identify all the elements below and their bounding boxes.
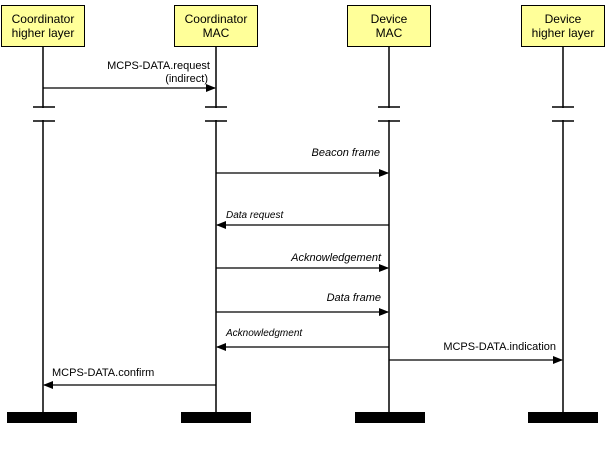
entity-coordinator-mac: Coordinator MAC [174, 5, 258, 47]
label-data-frame: Data frame [326, 292, 381, 304]
entity-label-line1: Device [544, 12, 582, 26]
lifeline-device-mac [378, 47, 400, 412]
label-acknowledgement: Acknowledgement [291, 252, 381, 264]
label-mcps-data-indication: MCPS-DATA.indication [443, 341, 556, 353]
baseline-bar-device-higher-layer [528, 412, 598, 423]
entity-label-line1: Device [370, 12, 408, 26]
entity-label-line2: MAC [375, 26, 403, 40]
lifeline-device-higher-layer [552, 47, 574, 412]
label-mcps-data-confirm: MCPS-DATA.confirm [52, 367, 155, 379]
label-data-request: Data request [226, 210, 284, 221]
baseline-bar-coordinator-mac [181, 412, 251, 423]
label-beacon-frame: Beacon frame [311, 147, 380, 159]
lifeline-coordinator-higher-layer [33, 47, 55, 412]
label-acknowledgment: Acknowledgment [226, 328, 303, 339]
baseline-bar-device-mac [355, 412, 425, 423]
baseline-bar-coordinator-higher-layer [7, 412, 77, 423]
entity-label-line1: Coordinator [11, 12, 75, 26]
entity-coordinator-higher-layer: Coordinator higher layer [1, 5, 85, 47]
entity-label-line1: Coordinator [184, 12, 248, 26]
label-mcps-data-request-sub: (indirect) [165, 73, 208, 85]
entity-label-line2: higher layer [11, 26, 75, 40]
entity-label-line2: MAC [202, 26, 230, 40]
lifeline-coordinator-mac [205, 47, 227, 412]
entity-device-mac: Device MAC [347, 5, 431, 47]
entity-label-line2: higher layer [531, 26, 595, 40]
entity-device-higher-layer: Device higher layer [521, 5, 605, 47]
label-mcps-data-request: MCPS-DATA.request [107, 60, 210, 72]
